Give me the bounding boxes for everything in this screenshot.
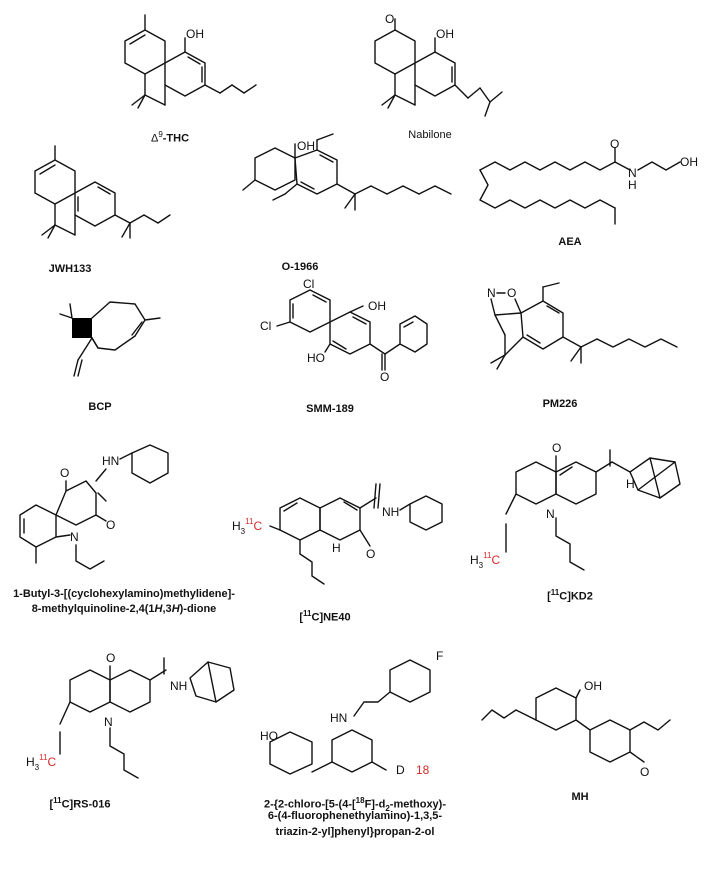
- o1966-name: O-1966: [281, 261, 319, 273]
- mh-structure: OH O: [481, 679, 671, 779]
- rs016-h3c-label: H311C: [26, 753, 56, 772]
- triazine-ho-label: HO: [260, 729, 278, 743]
- smm189-ho-label: HO: [307, 351, 325, 365]
- rs016-name: [11C]RS-016: [49, 796, 111, 811]
- kd2-h3c-label: H311C: [470, 551, 500, 570]
- triazine-hn-label: HN: [330, 711, 347, 725]
- ne40-h3c-label: H311C: [232, 517, 262, 536]
- cmpd-name-line2: 8-methylquinoline-2,4(1H,3H)-dione: [31, 603, 217, 615]
- mh-o-label: O: [640, 765, 649, 779]
- rs016-n-label: N: [104, 715, 113, 729]
- kd2-h-label: H: [626, 477, 635, 491]
- rs016-structure: O NH N H311C: [26, 651, 235, 779]
- cmpd-n-label: N: [70, 530, 79, 544]
- smm189-o-label: O: [380, 370, 389, 384]
- smm189-structure: Cl Cl OH HO O: [260, 277, 428, 384]
- aea-structure: O N H OH: [479, 137, 698, 225]
- pm226-name: PM226: [542, 398, 578, 410]
- nabilone-structure: O OH: [374, 12, 503, 117]
- thc-structure: OH: [124, 14, 257, 109]
- pm226-structure: N O: [487, 282, 678, 370]
- triazine-f-label: F: [436, 649, 443, 663]
- triazine-name-line1: 2-{2-chloro-[5-(4-[18F]-d2-methoxy)-: [263, 796, 447, 813]
- aea-oh-label: OH: [680, 155, 698, 169]
- aea-o-label: O: [610, 137, 619, 151]
- jwh133-structure: [34, 145, 171, 239]
- kd2-structure: O H N H311C: [470, 441, 681, 571]
- o1966-oh-label: OH: [297, 139, 315, 153]
- triazine-structure: F HN HO D 18: [260, 649, 443, 777]
- smm189-cl1-label: Cl: [303, 277, 314, 291]
- jwh133-name: JWH133: [48, 263, 92, 275]
- smm189-cl2-label: Cl: [260, 319, 271, 333]
- nabilone-o-label: O: [385, 12, 394, 26]
- ne40-h-label: H: [332, 541, 341, 555]
- o1966-structure: OH: [242, 133, 452, 211]
- kd2-o-label: O: [552, 441, 561, 455]
- aea-name: AEA: [558, 236, 582, 248]
- thc-oh-label: OH: [186, 27, 204, 41]
- nabilone-name: Nabilone: [408, 129, 452, 141]
- mh-name: MH: [571, 791, 589, 803]
- aea-h-label: H: [628, 178, 637, 192]
- thc-name: Δ9-THC: [150, 130, 190, 145]
- smm189-oh-label: OH: [368, 299, 386, 313]
- triazine-name-line2: 6-(4-fluorophenethylamino)-1,3,5-: [267, 810, 443, 822]
- cmpd-o1-label: O: [60, 466, 69, 480]
- bcp-name: BCP: [88, 401, 112, 413]
- pm226-n-label: N: [487, 286, 496, 300]
- kd2-name: [11C]KD2: [547, 588, 593, 603]
- aea-n-label: N: [628, 166, 637, 180]
- cmpd-o2-label: O: [106, 518, 115, 532]
- triazine-18-label: 18: [416, 763, 430, 777]
- triazine-d-label: D: [396, 763, 405, 777]
- rs016-nh-label: NH: [170, 679, 187, 693]
- cmpd-name-line1: 1-Butyl-3-[(cyclohexylamino)methylidene]…: [13, 588, 235, 600]
- ne40-nh-label: NH: [382, 505, 399, 519]
- bcp-structure: [59, 301, 161, 377]
- rs016-o-label: O: [106, 651, 115, 665]
- pm226-o-label: O: [507, 286, 516, 300]
- mh-oh-label: OH: [584, 679, 602, 693]
- quinolinedione-structure: HN O O N: [19, 444, 169, 570]
- cmpd-hn-label: HN: [102, 454, 119, 468]
- ne40-name: [11C]NE40: [299, 609, 351, 624]
- nabilone-oh-label: OH: [436, 27, 454, 41]
- ne40-structure: H311C NH H O: [232, 483, 443, 585]
- smm189-name: SMM-189: [306, 403, 354, 415]
- triazine-name-line3: triazin-2-yl]phenyl}propan-2-ol: [275, 826, 435, 838]
- ne40-o-label: O: [366, 547, 375, 561]
- kd2-n-label: N: [546, 507, 555, 521]
